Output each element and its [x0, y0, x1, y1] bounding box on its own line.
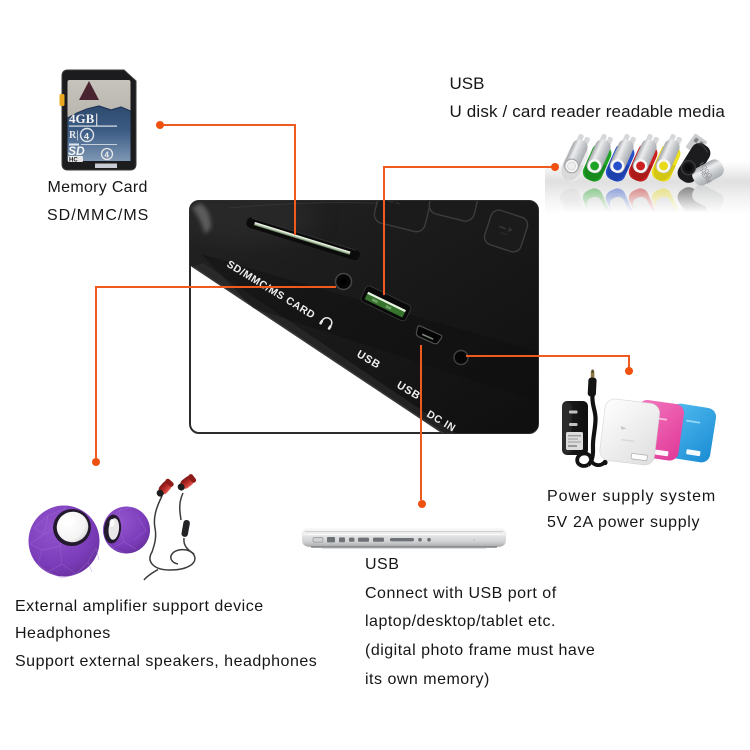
svg-text:|: |	[95, 111, 98, 126]
svg-text:SD: SD	[68, 144, 85, 158]
svg-text:HC: HC	[69, 158, 78, 164]
svg-text:R|: R|	[69, 130, 78, 141]
svg-text:4: 4	[105, 151, 110, 160]
svg-text:4GB: 4GB	[69, 111, 95, 126]
svg-text:4: 4	[84, 132, 89, 142]
